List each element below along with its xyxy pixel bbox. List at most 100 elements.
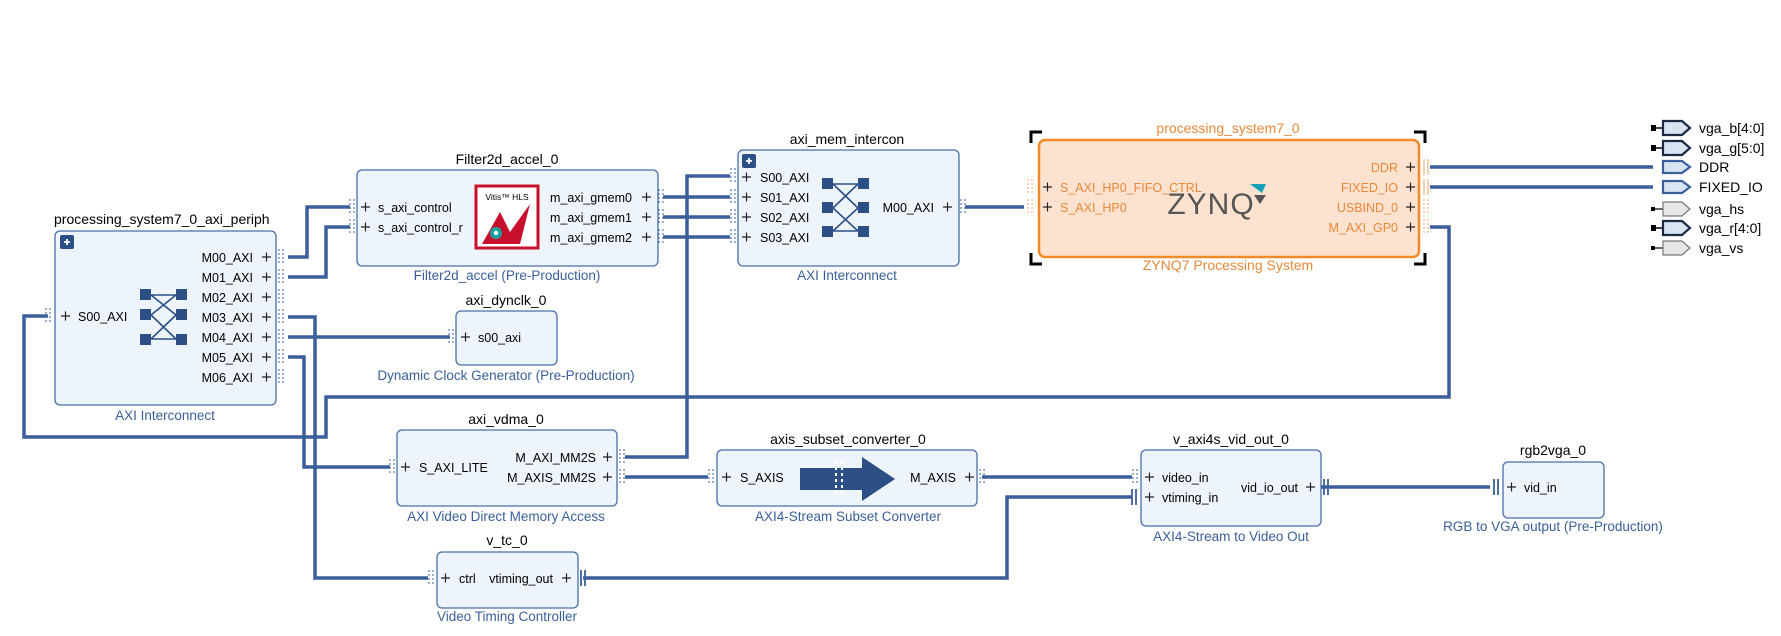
periph-port-m05[interactable]: M05_AXI [202,349,284,365]
wire-m01-to-filter-ctrl-r[interactable] [288,225,350,279]
block-rgb2vga[interactable]: rgb2vga_0 vid_in RGB to VGA output (Pre-… [1443,442,1663,534]
ext-port-ddr[interactable]: DDR [1661,159,1729,175]
vidout-port-video-in[interactable]: video_in [1132,469,1209,485]
ext-port-fixed-io[interactable]: FIXED_IO [1661,179,1763,195]
ext-port-vga-b[interactable]: vga_b[4:0] [1651,119,1764,137]
periph-port-m03[interactable]: M03_AXI [202,309,284,325]
filter-port-gmem0[interactable]: m_axi_gmem0 [550,189,664,205]
wire-m03-to-vtc[interactable] [288,315,428,580]
ps7-port-usbind[interactable]: USBIND_0 [1337,199,1429,215]
vidout-port-vtiming-in-label: vtiming_in [1162,491,1218,505]
block-vtc[interactable]: v_tc_0 ctrl vtiming_out Video Timing Con… [428,532,586,624]
memic-port-m00[interactable]: M00_AXI [883,199,966,215]
periph-port-s00[interactable]: S00_AXI [45,308,127,324]
ps7-port-ddr[interactable]: DDR [1371,159,1429,175]
periph-instance-name: processing_system7_0_axi_periph [54,211,270,227]
filter-port-s-axi-control-r-label: s_axi_control_r [378,221,463,235]
external-ports: vga_b[4:0] vga_g[5:0] DDR FIXED_IO vga_h… [1651,119,1764,256]
wire-m00-to-filter-ctrl[interactable] [288,205,350,259]
wire-vtc-to-vidout[interactable] [583,495,1132,580]
block-mem-intercon[interactable]: axi_mem_intercon S00_AXI S01_AXI [730,131,966,283]
ps7-port-hp0-fifo-ctrl[interactable]: S_AXI_HP0_FIFO_CTRL [1027,179,1202,195]
zynq-logo: ZYNQ [1167,184,1266,221]
vidout-port-vtiming-in[interactable]: vtiming_in [1131,489,1218,505]
subset-port-s-axis-label: S_AXIS [740,471,784,485]
vidout-port-video-in-label: video_in [1162,471,1209,485]
selection-handles [1029,130,1427,266]
memic-port-m00-label: M00_AXI [883,201,934,215]
ps7-port-fixed-io-label: FIXED_IO [1341,181,1398,195]
filter-port-gmem2[interactable]: m_axi_gmem2 [550,229,664,245]
memic-port-s03[interactable]: S03_AXI [730,229,809,245]
block-periph[interactable]: processing_system7_0_axi_periph S00_AXI … [45,211,284,423]
periph-port-m01[interactable]: M01_AXI [202,269,284,285]
ps7-port-fixed-io[interactable]: FIXED_IO [1341,179,1429,195]
vtc-body[interactable] [436,551,579,609]
ext-port-vga-g[interactable]: vga_g[5:0] [1651,139,1764,157]
vdma-body[interactable] [396,429,618,507]
subset-port-m-axis-label: M_AXIS [910,471,956,485]
ext-port-vga-b-label: vga_b[4:0] [1699,120,1764,136]
expand-icon[interactable] [742,154,756,168]
block-vid-out[interactable]: v_axi4s_vid_out_0 video_in vtiming_in vi… [1131,431,1329,544]
vidout-port-vid-io-out[interactable]: vid_io_out [1241,479,1329,495]
filter-instance-name: Filter2d_accel_0 [456,151,559,167]
vdma-port-m-axi-mm2s-label: M_AXI_MM2S [515,451,596,465]
memic-body[interactable] [737,149,960,267]
vitis-hls-logo: Vitis™ HLS [474,184,540,250]
ext-port-vga-hs[interactable]: vga_hs [1651,201,1744,217]
periph-port-m06[interactable]: M06_AXI [202,369,284,385]
subset-port-s-axis[interactable]: S_AXIS [708,469,784,485]
block-dynclk[interactable]: axi_dynclk_0 s00_axi Dynamic Clock Gener… [377,292,634,383]
block-subset-converter[interactable]: axis_subset_converter_0 S_AXIS M_AXIS AX… [708,431,985,524]
ext-port-vga-vs[interactable]: vga_vs [1651,240,1743,256]
vdma-port-m-axi-mm2s[interactable]: M_AXI_MM2S [515,449,625,465]
periph-port-m02-label: M02_AXI [202,291,253,305]
periph-right-ports: M00_AXI M01_AXI M02_AXI M03_AXI M04_AXI … [202,249,284,385]
ps7-port-m-axi-gp0[interactable]: M_AXI_GP0 [1329,219,1429,235]
vtc-port-vtiming-out[interactable]: vtiming_out [489,570,586,586]
ps7-port-hp0[interactable]: S_AXI_HP0 [1027,199,1127,215]
subset-subtitle: AXI4-Stream Subset Converter [755,509,942,524]
filter-port-gmem1[interactable]: m_axi_gmem1 [550,209,664,225]
periph-port-m00[interactable]: M00_AXI [202,249,284,265]
vidout-body[interactable] [1140,449,1322,527]
wire-m05-to-vdma[interactable] [288,355,390,469]
ps7-body[interactable] [1037,138,1421,259]
ext-port-vga-r[interactable]: vga_r[4:0] [1651,219,1761,237]
dynclk-port-s00-axi[interactable]: s00_axi [448,329,521,345]
filter-port-s-axi-control-r[interactable]: s_axi_control_r [349,219,463,235]
filter-port-s-axi-control-label: s_axi_control [378,201,452,215]
crossbar-icon [822,178,869,237]
block-vdma[interactable]: axi_vdma_0 S_AXI_LITE M_AXI_MM2S M_AXIS_… [389,411,625,524]
block-processing-system7[interactable]: processing_system7_0 S_AXI_HP0_FIFO_CTRL… [1027,120,1429,273]
memic-port-s02[interactable]: S02_AXI [730,209,809,225]
filter-port-gmem1-label: m_axi_gmem1 [550,211,632,225]
memic-port-s00-label: S00_AXI [760,171,809,185]
periph-body[interactable] [54,230,277,406]
periph-port-m05-label: M05_AXI [202,351,253,365]
periph-port-m02[interactable]: M02_AXI [202,289,284,305]
expand-icon[interactable] [60,235,74,249]
memic-port-s02-label: S02_AXI [760,211,809,225]
ps7-subtitle: ZYNQ7 Processing System [1143,257,1313,273]
wire-gp0-to-periph[interactable] [22,225,1451,439]
filter-port-s-axi-control[interactable]: s_axi_control [349,199,452,215]
rgb2vga-body[interactable] [1502,461,1605,519]
vdma-port-m-axis-mm2s[interactable]: M_AXIS_MM2S [507,469,625,485]
vdma-port-s-axi-lite[interactable]: S_AXI_LITE [389,459,488,475]
rgb2vga-port-vid-in[interactable]: vid_in [1493,479,1557,495]
subset-port-m-axis[interactable]: M_AXIS [910,469,985,485]
memic-port-s00[interactable]: S00_AXI [730,168,809,185]
dynclk-body[interactable] [455,310,558,366]
subset-instance-name: axis_subset_converter_0 [770,431,926,447]
periph-subtitle: AXI Interconnect [115,408,215,423]
vtc-port-ctrl[interactable]: ctrl [428,570,476,586]
vidout-port-vid-io-out-label: vid_io_out [1241,481,1299,495]
vtc-subtitle: Video Timing Controller [437,609,578,624]
block-filter2d[interactable]: Filter2d_accel_0 s_axi_control s_axi_con… [349,151,664,283]
wire-mm2s-to-memic[interactable] [625,174,730,459]
memic-port-s01[interactable]: S01_AXI [730,189,809,205]
periph-port-m04[interactable]: M04_AXI [202,329,284,345]
